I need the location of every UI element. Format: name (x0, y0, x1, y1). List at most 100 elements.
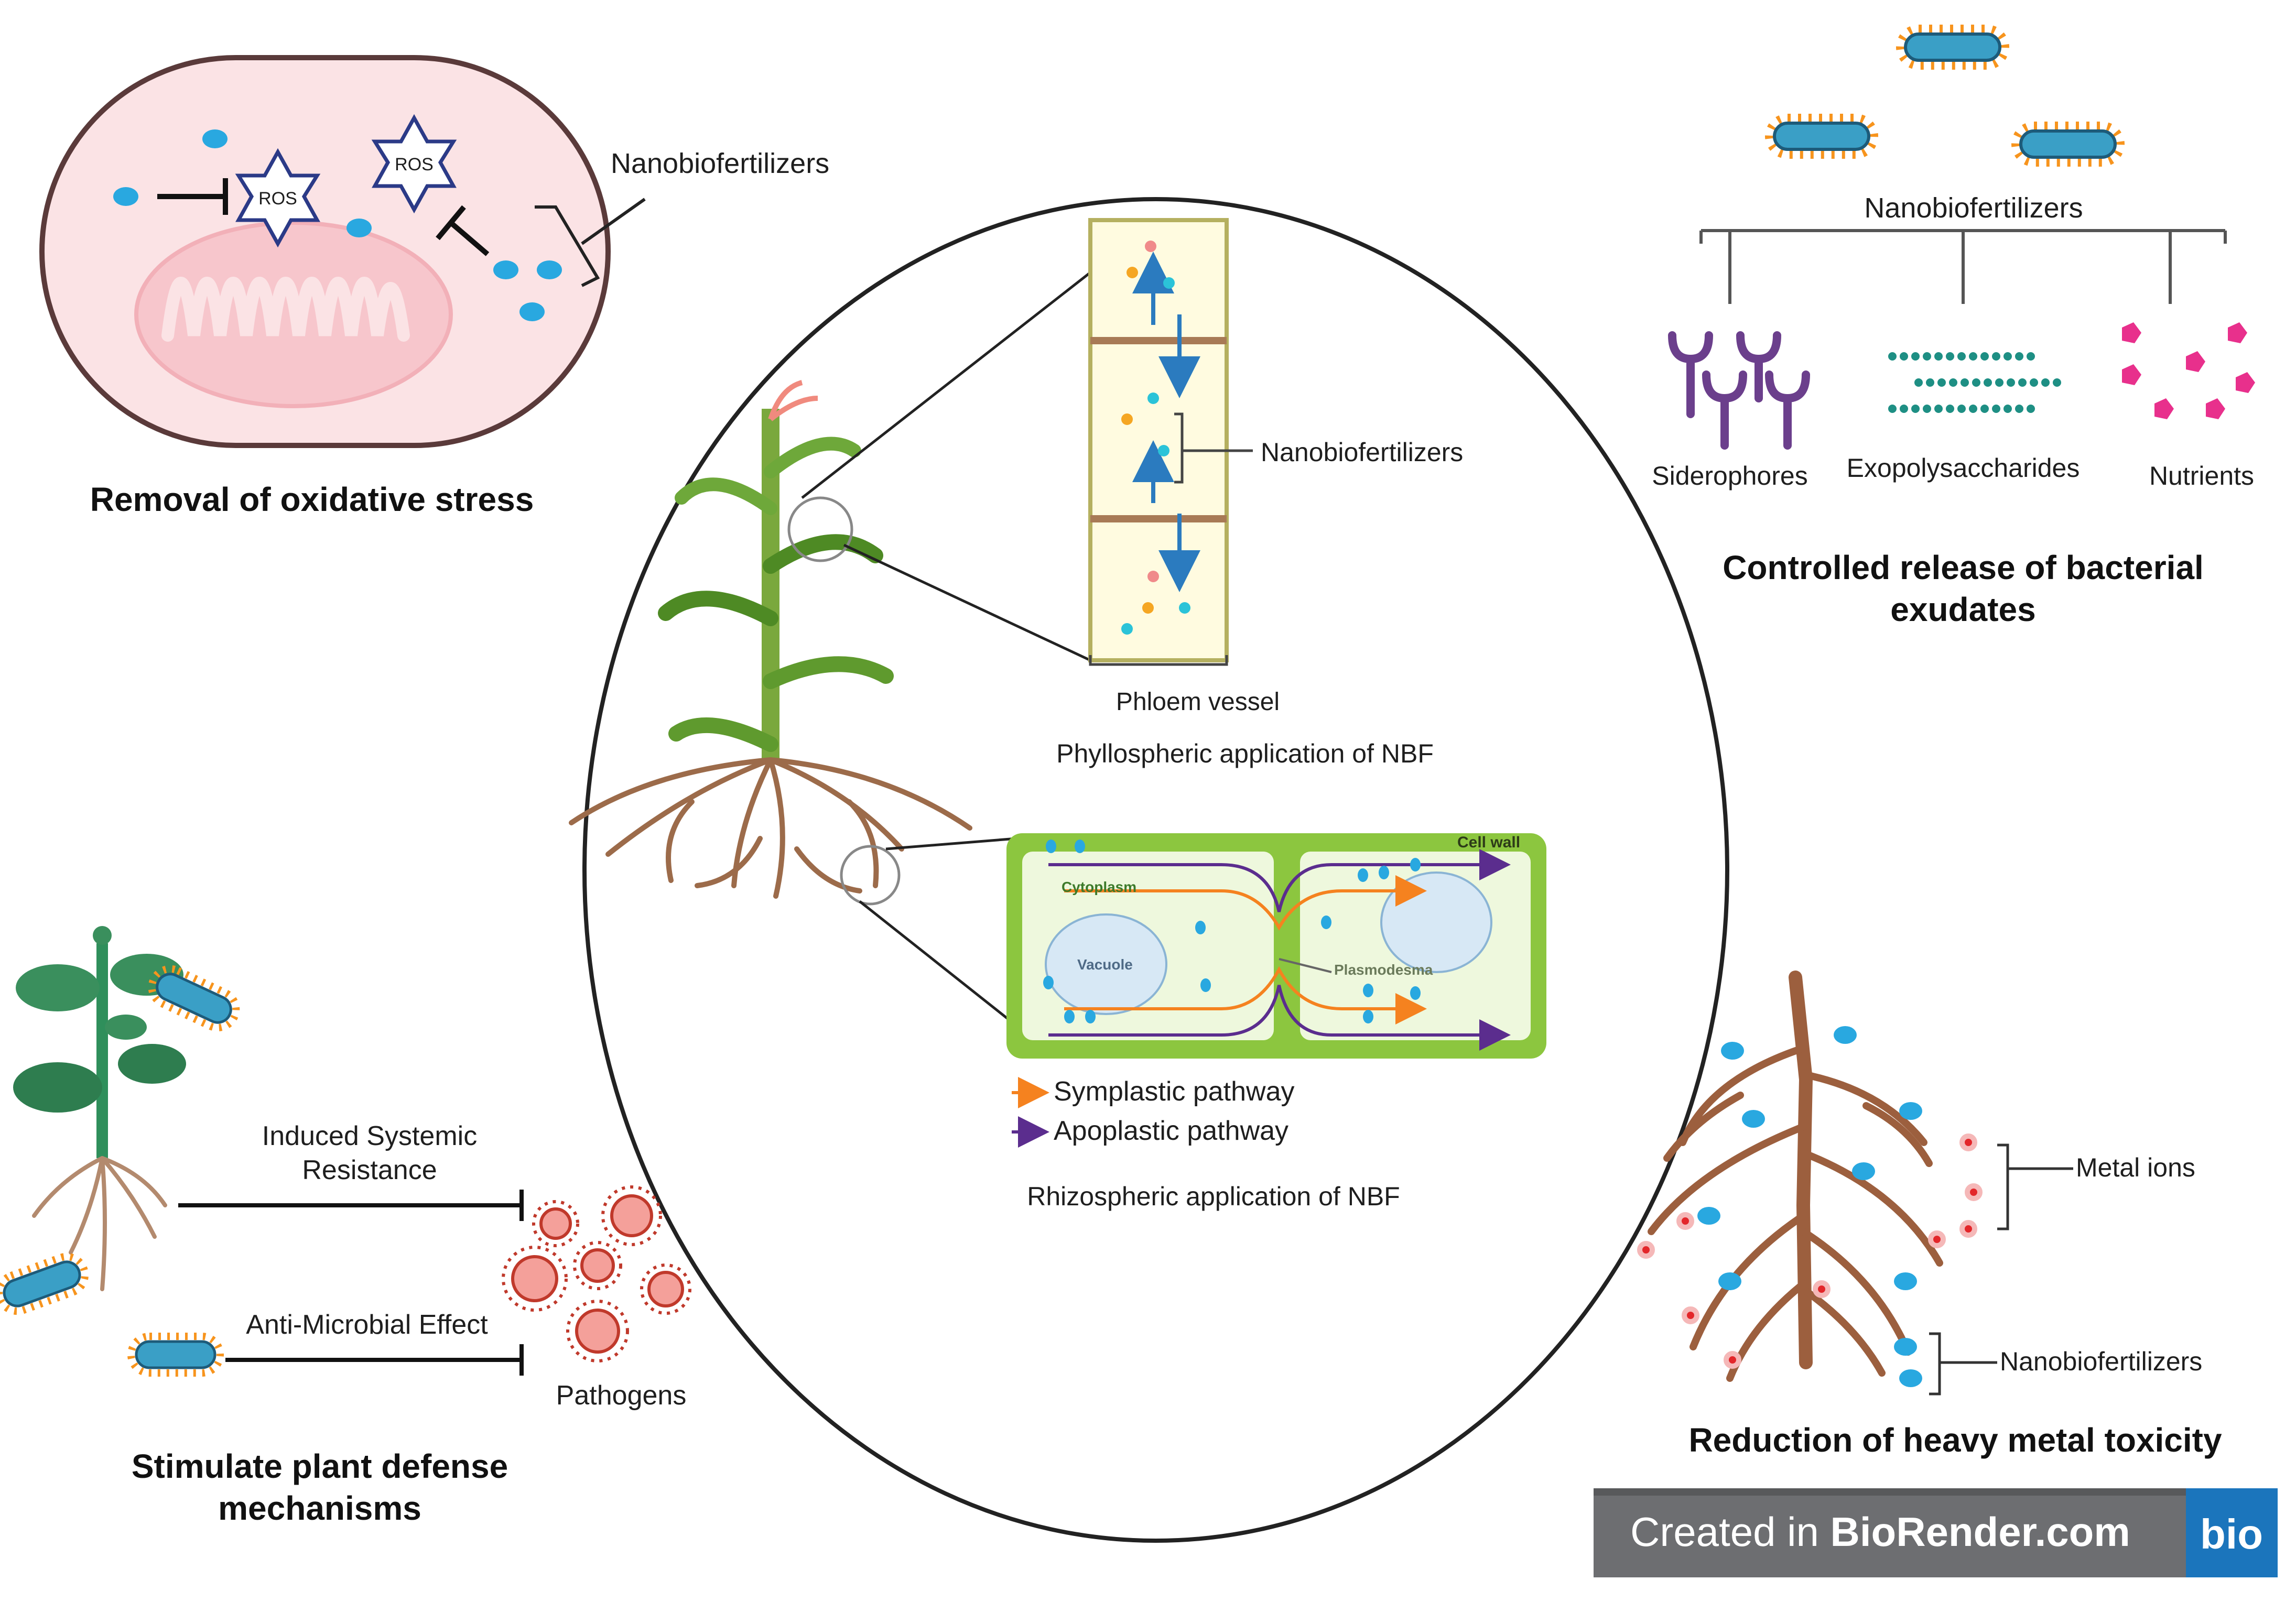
eps-dot (2027, 405, 2035, 413)
roots-icon (569, 757, 972, 899)
oxidative-stress-panel: ROS ROS Nanobiofertilizers Removal of ox… (39, 55, 829, 518)
phyllospheric-label: Phyllospheric application of NBF (1056, 739, 1434, 768)
plant-icon (13, 926, 186, 1158)
bacterium-icon (0, 965, 240, 1377)
plasmodesma-label: Plasmodesma (1334, 962, 1433, 978)
root-cells (1006, 833, 1546, 1059)
leader-line (1279, 958, 1332, 973)
eps-dot (2053, 378, 2061, 387)
eps-dot (2030, 378, 2038, 387)
exopolysaccharides-label: Exopolysaccharides (1847, 453, 2080, 483)
legend-symplastic: Symplastic pathway (1054, 1076, 1295, 1107)
zoom-line (859, 900, 1013, 1023)
metal-panel: Metal ions Nanobiofertilizers Reduction … (1637, 971, 2222, 1459)
nano-label: Nanobiofertilizers (1864, 192, 2083, 224)
eps-dot (1934, 405, 1943, 413)
eps-dot (1914, 378, 1923, 387)
eps-dot (2003, 352, 2012, 361)
nutrients-label: Nutrients (2149, 461, 2254, 491)
cytoplasm-label: Cytoplasm (1062, 879, 1136, 895)
zoom-circle (787, 496, 853, 562)
zoom-circle (840, 845, 901, 906)
eps-dot (1957, 352, 1966, 361)
eps-dot (1992, 405, 2000, 413)
panel-title: Reduction of heavy metal toxicity (1688, 1421, 2222, 1459)
eps-dot (1926, 378, 1934, 387)
center-panel: Nanobiofertilizers Phloem vessel Phyllos… (569, 197, 1729, 1543)
isr-label-line2: Resistance (302, 1155, 437, 1185)
cell-wall-label: Cell wall (1457, 834, 1520, 851)
eps-dot (1923, 352, 1931, 361)
mitochondrion-icon (134, 221, 453, 408)
leader-line (581, 198, 646, 245)
zoom-line (843, 543, 1091, 662)
eps-dot (1934, 352, 1943, 361)
siderophore-icon (1668, 331, 1810, 450)
eps-dot (1957, 405, 1966, 413)
zoom-line (801, 271, 1091, 499)
center-circle (582, 197, 1729, 1543)
bacterium-icon (1773, 32, 2117, 159)
eps-dot (1980, 405, 1989, 413)
phloem-vessel (1088, 218, 1253, 666)
eps-dot (1911, 352, 1920, 361)
bracket (1929, 1332, 1941, 1396)
pathogen-icon (511, 1194, 684, 1354)
eps-dot (1972, 378, 1980, 387)
biorender-badge: Created in BioRender.com bio (1594, 1488, 2278, 1577)
eps-dot (2027, 352, 2035, 361)
panel-title-line2: exudates (1890, 591, 2035, 628)
badge-prefix: Created in (1630, 1509, 1831, 1555)
exopolysaccharide-icon (1888, 352, 2061, 413)
pathogens-label: Pathogens (556, 1380, 687, 1411)
exudates-panel: Nanobiofertilizers Siderophores E (1652, 25, 2255, 628)
eps-dot (1995, 378, 2003, 387)
biorender-logo: bio (2200, 1511, 2263, 1557)
isr-label-line1: Induced Systemic (262, 1121, 477, 1151)
eps-dot (1937, 378, 1946, 387)
panel-title-line2: mechanisms (218, 1489, 421, 1527)
panel-title: Removal of oxidative stress (90, 481, 534, 518)
eps-dot (1992, 352, 2000, 361)
eps-dot (2041, 378, 2050, 387)
metal-ions (1637, 1134, 1983, 1369)
ros-label: ROS (258, 189, 297, 209)
eps-dot (1949, 378, 1957, 387)
eps-dot (1900, 352, 1908, 361)
bracket (1997, 1143, 2009, 1230)
roots-icon (32, 1156, 167, 1291)
eps-dot (1900, 405, 1908, 413)
vacuole-label: Vacuole (1077, 956, 1133, 973)
bacterium-icon (1765, 25, 2125, 167)
eps-dot (1946, 405, 1954, 413)
nano-label: Nanobiofertilizers (611, 148, 829, 179)
eps-dot (1946, 352, 1954, 361)
rhizospheric-label: Rhizospheric application of NBF (1027, 1182, 1400, 1211)
eps-dot (1911, 405, 1920, 413)
panel-title-line1: Controlled release of bacterial (1723, 549, 2204, 586)
siderophores-label: Siderophores (1652, 461, 1807, 491)
eps-dot (2003, 405, 2012, 413)
phloem-label: Phloem vessel (1116, 688, 1280, 716)
eps-dot (1969, 352, 1977, 361)
panel-title-line1: Stimulate plant defense (132, 1447, 508, 1485)
eps-dot (2015, 405, 2023, 413)
eps-dot (1984, 378, 1992, 387)
pathogen-spikes (502, 1185, 691, 1363)
svg-text:Created in BioRender.com: Created in BioRender.com (1630, 1509, 2130, 1555)
eps-dot (1961, 378, 1969, 387)
legend-apoplastic: Apoplastic pathway (1054, 1116, 1288, 1146)
bracket (535, 205, 600, 287)
ros-star-icon (235, 114, 457, 248)
inhibition-arrow (157, 178, 490, 256)
nutrient-icon (2122, 322, 2255, 419)
eps-dot (1969, 405, 1977, 413)
nano-label: Nanobiofertilizers (1261, 438, 1463, 467)
metal-ions-label: Metal ions (2076, 1153, 2195, 1182)
ros-label: ROS (395, 155, 434, 175)
eps-dot (2007, 378, 2015, 387)
eps-dot (1888, 352, 1897, 361)
inhibition-arrow (178, 1190, 524, 1376)
eps-dot (2015, 352, 2023, 361)
